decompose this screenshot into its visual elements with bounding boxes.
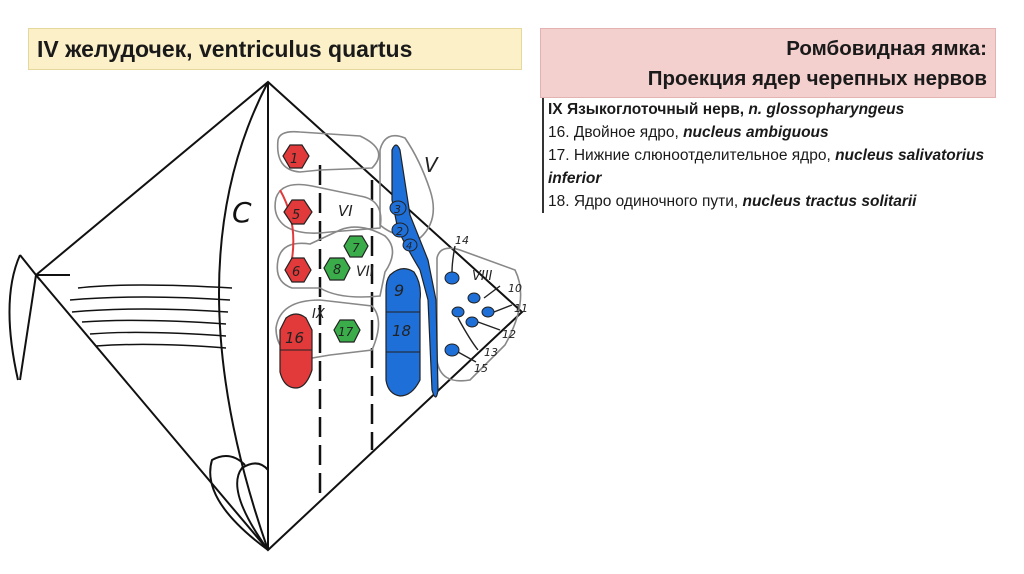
section-title-line2: Проекция ядер черепных нервов xyxy=(647,67,987,90)
nerve-label-vii: VII xyxy=(356,264,374,280)
nucleus-3: 3 xyxy=(389,200,407,216)
nerve-label-viii: VIII xyxy=(472,269,493,284)
nucleus-2: 2 xyxy=(391,222,409,238)
nerve-label-v: V xyxy=(424,153,439,177)
nucleus-17: 17 xyxy=(333,319,361,343)
nucleus-label: 4 xyxy=(406,241,412,252)
legend-item-text: 16. Двойное ядро, xyxy=(548,124,684,141)
nucleus-label: 6 xyxy=(292,265,300,280)
legend-heading-roman: IX Языкоглоточный нерв, xyxy=(548,101,749,118)
nucleus-label: 2 xyxy=(396,225,403,238)
section-title-line1: Ромбовидная ямка: xyxy=(786,37,987,60)
legend-item-17: 17. Нижние слюноотделительное ядро, nucl… xyxy=(548,144,998,190)
legend-text: IX Языкоглоточный нерв, n. glossopharyng… xyxy=(542,98,998,213)
nucleus-4: 4 xyxy=(402,238,418,252)
legend-item-latin: nucleus ambiguous xyxy=(683,124,829,141)
legend-item-text: 17. Нижние слюноотделительное ядро, xyxy=(548,147,836,164)
vestibular-labels: 14 10 11 12 13 15 xyxy=(455,234,528,375)
nucleus-label: 1 xyxy=(290,152,298,167)
nucleus-label-18: 18 xyxy=(392,322,411,340)
nucleus-1: 1 xyxy=(282,144,310,169)
nucleus-16: 16 xyxy=(279,313,313,389)
rhomboid-outline xyxy=(8,80,524,552)
nucleus-label-12: 12 xyxy=(502,328,516,341)
legend-item-latin: nucleus tractus solitarii xyxy=(742,193,917,210)
nucleus-label: 8 xyxy=(333,263,341,278)
vestibular-nuclei xyxy=(444,271,495,357)
nucleus-9-18: 9 18 xyxy=(385,268,421,397)
nucleus-label-11: 11 xyxy=(514,302,528,315)
nucleus-label-15: 15 xyxy=(474,362,488,375)
nucleus-label: 3 xyxy=(394,203,401,216)
obex-curves xyxy=(209,455,269,551)
nucleus-6: 6 xyxy=(284,257,312,283)
pointer-lines xyxy=(451,245,513,363)
legend-item-18: 18. Ядро одиночного пути, nucleus tractu… xyxy=(548,190,998,213)
section-title: Ромбовидная ямка: Проекция ядер черепных… xyxy=(540,28,996,98)
nucleus-label: 5 xyxy=(292,208,300,223)
nucleus-5: 5 xyxy=(283,199,313,225)
nucleus-label-13: 13 xyxy=(484,346,498,359)
nerve-label-ix: IX xyxy=(312,307,326,322)
legend-item-16: 16. Двойное ядро, nucleus ambiguous xyxy=(548,121,998,144)
legend-heading: IX Языкоглоточный нерв, n. glossopharyng… xyxy=(548,98,998,121)
letter-c: C xyxy=(232,196,252,229)
nucleus-label: 7 xyxy=(352,241,360,255)
legend-heading-latin: n. glossopharyngeus xyxy=(748,101,905,118)
nucleus-7: 7 xyxy=(343,235,369,258)
nucleus-label: 16 xyxy=(285,329,304,347)
nerve-label-vi: VI xyxy=(338,202,353,220)
nucleus-8: 8 xyxy=(323,257,351,281)
nerve-labels: V VI VII IX VIII xyxy=(312,153,493,322)
nucleus-label-9: 9 xyxy=(394,281,404,300)
nucleus-label: 17 xyxy=(338,325,354,339)
legend-item-latin: nucleus salivatorius inferior xyxy=(548,147,985,187)
nucleus-label-10: 10 xyxy=(508,282,522,295)
column-lines xyxy=(318,165,374,500)
nucleus-label-14: 14 xyxy=(455,234,469,247)
medullary-striae xyxy=(69,284,233,349)
legend-item-text: 18. Ядро одиночного пути, xyxy=(548,193,743,210)
slide-title: IV желудочек, ventriculus quartus xyxy=(28,28,522,70)
